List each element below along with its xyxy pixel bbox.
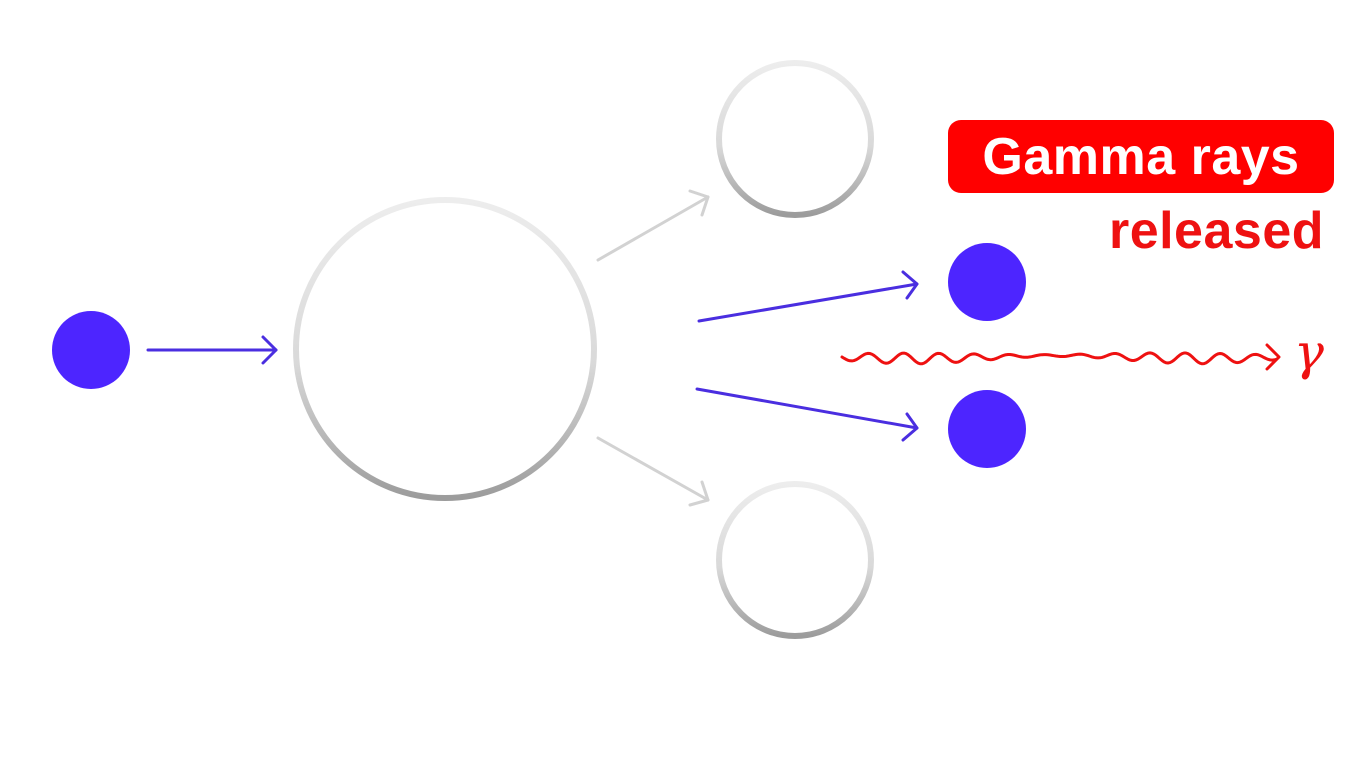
neutron-arrow-top — [697, 270, 919, 323]
incoming-neutron — [52, 311, 130, 389]
daughter-nucleus-top — [716, 60, 874, 218]
released-neutron-top — [948, 243, 1026, 321]
daughter-nucleus-bottom — [716, 481, 874, 639]
gamma-rays-badge: Gamma rays — [948, 120, 1334, 193]
faded-arrow-top — [596, 189, 710, 262]
gamma-arrowhead — [1265, 343, 1281, 371]
gamma-symbol: γ — [1294, 323, 1324, 381]
incoming-arrow — [146, 335, 278, 365]
released-label: released — [1108, 202, 1324, 260]
neutron-arrow-bottom — [695, 387, 919, 442]
released-neutron-bottom — [948, 390, 1026, 468]
parent-nucleus — [293, 197, 597, 501]
faded-arrow-bottom — [596, 436, 710, 507]
gamma-wave — [840, 351, 1278, 366]
